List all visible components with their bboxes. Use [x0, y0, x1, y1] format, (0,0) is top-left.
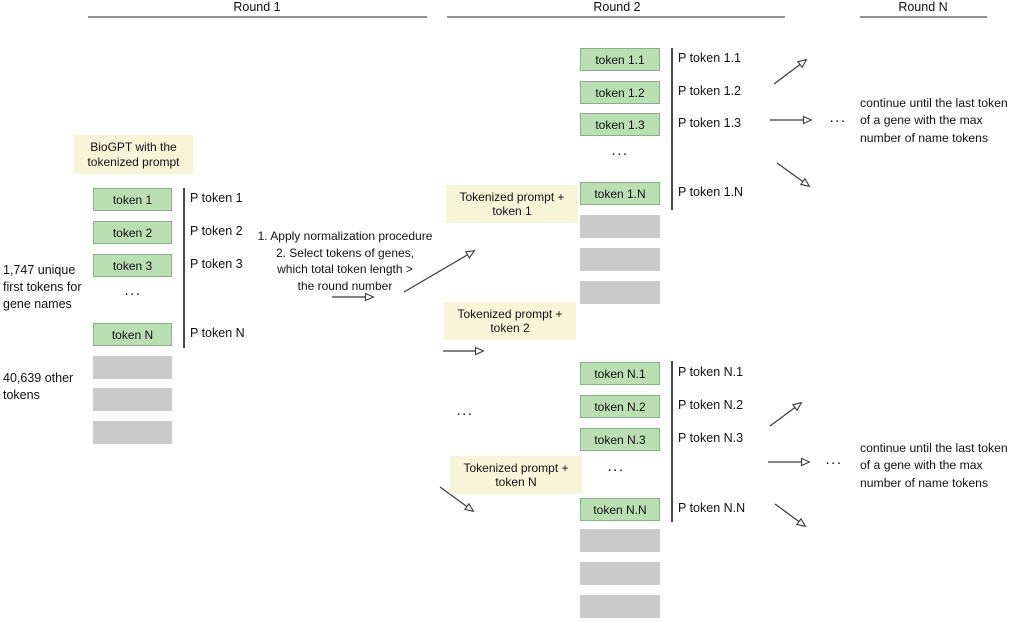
p-token-label: P token 1.2 — [678, 84, 742, 98]
p-token-label: P token 1.1 — [678, 51, 742, 65]
continue-note-top-line-3: number of name tokens — [860, 130, 989, 145]
group1-tokens-ellipsis: ... — [611, 142, 629, 159]
token-box: token 1.3 — [580, 113, 660, 136]
round1-bracket-bar — [183, 188, 185, 348]
group2-expand-up-arrow — [769, 403, 801, 427]
p-token-label: P token 1.3 — [678, 116, 742, 130]
continue-note-bottom-line-1: continue until the last token — [860, 441, 1008, 455]
procedure-note: 1. Apply normalization procedure 2. Sele… — [250, 228, 440, 294]
placeholder-token-box — [93, 421, 172, 444]
p-token-label: P token 3 — [190, 257, 243, 271]
p-token-label: P token 1.N — [678, 185, 744, 199]
p-token-label: P token 1 — [190, 191, 243, 205]
prompt-boxes-ellipsis: ... — [456, 402, 474, 419]
p-token-label: P token 2 — [190, 224, 243, 238]
p-token-label: P token N.1 — [678, 365, 744, 379]
token-box: token 1.1 — [580, 48, 660, 71]
biogpt-note-box: BioGPT with the tokenized prompt — [74, 135, 193, 174]
round-n-underline — [860, 16, 987, 18]
token-box: token N.3 — [580, 428, 660, 451]
group2-expand-down-arrow — [774, 503, 805, 526]
round1-title: Round 1 — [233, 0, 281, 14]
group1-expand-down-arrow — [776, 162, 809, 186]
p-token-label: P token N.3 — [678, 431, 744, 445]
token-box: token 1.2 — [580, 81, 660, 104]
placeholder-token-box — [93, 388, 172, 411]
round-n-ellipsis-bottom: ... — [825, 451, 843, 468]
p-token-label: P token N.2 — [678, 398, 744, 412]
procedure-line-4: the round number — [297, 278, 393, 293]
group1-bracket-bar — [671, 48, 673, 210]
token-box: token N.1 — [580, 362, 660, 385]
placeholder-token-box — [580, 248, 660, 271]
tokenized-prompt-box-1: Tokenized prompt + token 1 — [446, 185, 578, 223]
round1-underline — [88, 16, 427, 18]
placeholder-token-box — [580, 215, 660, 238]
procedure-line-1: 1. Apply normalization procedure — [257, 229, 433, 243]
round-n-ellipsis-top: ... — [829, 109, 847, 126]
continue-note-bottom: continue until the last token of a gene … — [860, 440, 1008, 492]
continue-note-bottom-line-3: number of name tokens — [860, 475, 989, 490]
placeholder-token-box — [580, 562, 660, 585]
placeholder-token-box — [580, 281, 660, 304]
token-box: token N.2 — [580, 395, 660, 418]
group1-expand-up-arrow — [773, 60, 806, 85]
token-box: token 1.N — [580, 182, 660, 205]
other-tokens-label: 40,639 other tokens — [3, 371, 74, 402]
p-token-label: P token N.N — [678, 501, 746, 515]
token-box: token N — [93, 323, 172, 346]
round2-underline — [447, 16, 785, 18]
unique-tokens-label: 1,747 unique first tokens for gene names — [3, 263, 82, 311]
round2-title: Round 2 — [593, 0, 641, 14]
round1-tokens-ellipsis: ... — [124, 282, 142, 299]
token-box: token N.N — [580, 498, 660, 521]
p-token-label: P token N — [190, 326, 245, 340]
group2-bracket-bar — [671, 361, 673, 522]
tokenized-prompt-box-n: Tokenized prompt + token N — [450, 456, 582, 494]
group2-tokens-ellipsis: ... — [607, 458, 625, 475]
continue-note-top-line-1: continue until the last token — [860, 96, 1008, 110]
continue-note-top: continue until the last token of a gene … — [860, 95, 1008, 147]
procedure-line-3: which total token length > — [277, 262, 413, 276]
placeholder-token-box — [93, 356, 172, 379]
tokenized-prompt-box-2: Tokenized prompt + token 2 — [444, 302, 576, 340]
continue-note-bottom-line-2: of a gene with the max — [860, 458, 983, 473]
round-n-title: Round N — [898, 0, 948, 14]
token-box: token 3 — [93, 254, 172, 277]
token-box: token 1 — [93, 188, 172, 211]
continue-note-top-line-2: of a gene with the max — [860, 113, 983, 128]
procedure-line-2: 2. Select tokens of genes, — [275, 245, 415, 260]
placeholder-token-box — [580, 595, 660, 618]
placeholder-token-box — [580, 529, 660, 552]
token-box: token 2 — [93, 221, 172, 244]
